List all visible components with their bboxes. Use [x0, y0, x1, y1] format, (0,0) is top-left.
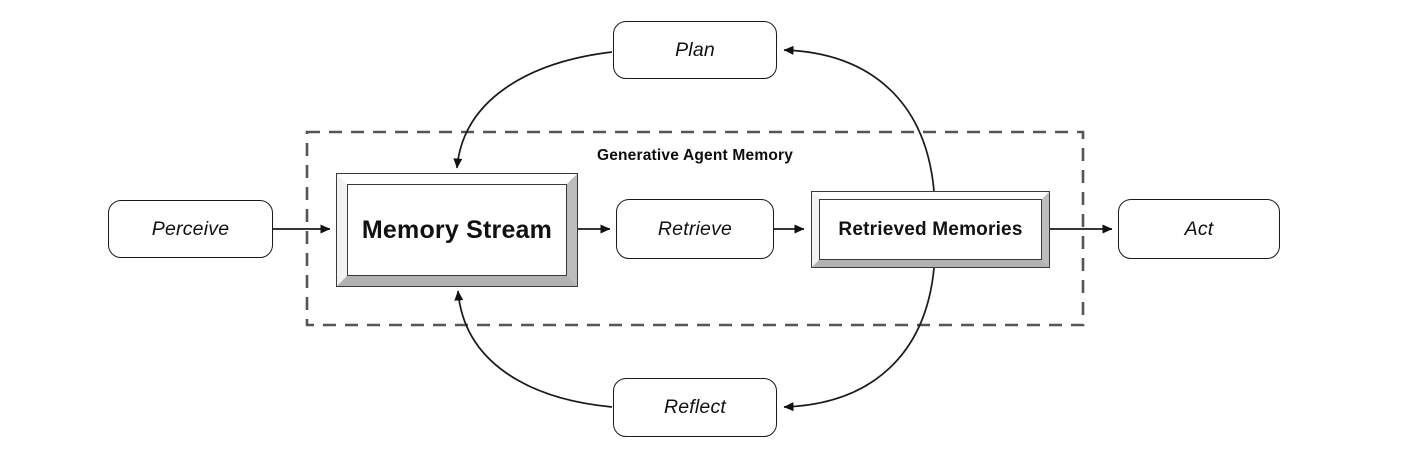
node-memory-stream: Memory Stream — [336, 173, 578, 287]
edge-plan-to-memory-stream — [453, 51, 613, 169]
edge-retrieved-memories-to-reflect — [783, 267, 935, 412]
node-perceive-label: Perceive — [151, 217, 230, 240]
memory-stream-bevel: Memory Stream — [337, 174, 577, 286]
node-act-label: Act — [1184, 217, 1214, 240]
node-retrieve: Retrieve — [616, 199, 774, 259]
node-perceive: Perceive — [108, 200, 273, 258]
node-plan: Plan — [613, 21, 777, 79]
edge-reflect-to-memory-stream — [454, 290, 613, 408]
node-plan-label: Plan — [675, 38, 715, 61]
node-memory-stream-label: Memory Stream — [361, 215, 553, 244]
retrieved-memories-bevel: Retrieved Memories — [812, 192, 1049, 267]
node-reflect-label: Reflect — [663, 396, 727, 418]
node-reflect: Reflect — [613, 378, 777, 437]
node-retrieved-memories: Retrieved Memories — [811, 191, 1050, 268]
edge-retrieved-memories-to-plan — [783, 45, 935, 192]
node-retrieve-label: Retrieve — [657, 217, 733, 240]
node-retrieved-memories-label: Retrieved Memories — [838, 218, 1023, 240]
node-act: Act — [1118, 199, 1280, 259]
memory-group-title: Generative Agent Memory — [596, 147, 794, 164]
